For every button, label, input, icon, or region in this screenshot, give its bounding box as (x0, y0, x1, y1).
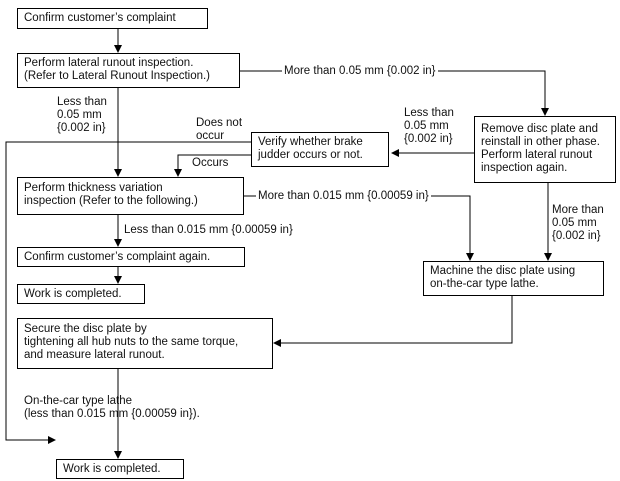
label-more-than-0015: More than 0.015 mm {0.00059 in} (256, 190, 431, 203)
arrow-machine-to-secure (273, 295, 513, 347)
arrow-verify-to-completed (5, 141, 251, 444)
label-more-than-005-top: More than 0.05 mm {0.002 in} (282, 65, 438, 78)
box-thickness-variation-inspection: Perform thickness variation inspection (… (17, 177, 244, 215)
box-verify-brake-judder: Verify whether brake judder occurs or no… (251, 132, 389, 167)
label-occurs: Occurs (192, 157, 229, 169)
label-less-than-005-mid: Less than 0.05 mm {0.002 in} (404, 107, 454, 145)
box-work-completed-1: Work is completed. (17, 284, 145, 304)
arrow-verify-to-thickness (174, 154, 251, 177)
label-less-than-005-left: Less than 0.05 mm {0.002 in} (57, 96, 107, 134)
label-lathe-note: On-the-car type lathe (less than 0.015 m… (24, 395, 200, 420)
box-confirm-complaint-again: Confirm customer’s complaint again. (17, 247, 245, 267)
box-remove-disc-plate: Remove disc plate and reinstall in other… (474, 116, 616, 183)
label-less-than-0015: Less than 0.015 mm {0.00059 in} (124, 224, 293, 236)
box-secure-disc-plate: Secure the disc plate by tightening all … (17, 318, 273, 369)
box-machine-disc-plate: Machine the disc plate using on-the-car … (423, 261, 604, 296)
label-does-not-occur: Does not occur (196, 117, 243, 142)
box-work-completed-2: Work is completed. (56, 459, 184, 479)
label-more-than-005-right: More than 0.05 mm {0.002 in} (552, 204, 604, 242)
box-lateral-runout-inspection: Perform lateral runout inspection. (Refe… (17, 53, 240, 88)
box-confirm-complaint: Confirm customer’s complaint (17, 8, 208, 29)
